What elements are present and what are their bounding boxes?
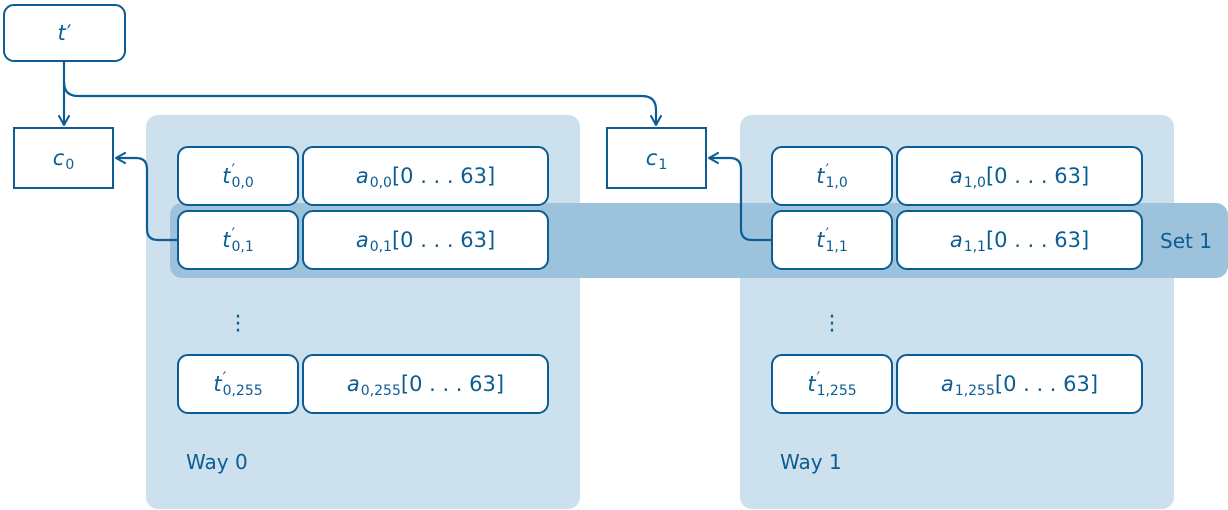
data-symbol: a [346,372,360,396]
data-symbol: a [940,372,954,396]
way0-tag-cell: t′0,0 [177,146,299,206]
tag-symbol: t [807,372,816,396]
data-index: 0,1 [369,239,392,255]
tag-index: 0,0 [231,175,254,191]
data-index: 1,0 [963,175,986,191]
data-symbol: a [949,228,963,252]
data-range: [0 . . . 63] [391,228,496,252]
tag-prime: ′ [825,224,830,243]
tag-index: 0,255 [222,383,263,399]
tag-symbol: t [222,164,231,188]
data-range: [0 . . . 63] [400,372,505,396]
data-index: 1,1 [963,239,986,255]
data-range: [0 . . . 63] [994,372,1099,396]
tag-index: 0,1 [231,239,254,255]
way-0-label: Way 0 [186,450,248,474]
tag-prime: ′ [825,160,830,179]
way0-tag-cell-set1: t′0,1 [177,210,299,270]
counter-c0-index: 0 [65,157,75,173]
way1-tag-cell: t′1,0 [771,146,893,206]
way1-tag-cell-last: t′1,255 [771,354,893,414]
data-index: 0,0 [369,175,392,191]
tag-prime: ′ [231,224,236,243]
tag-symbol: t [213,372,222,396]
way0-tag-cell-last: t′0,255 [177,354,299,414]
tag-symbol: t [222,228,231,252]
tag-symbol: t [816,164,825,188]
way0-vertical-ellipsis: ··· [234,305,242,345]
way1-tag-cell-set1: t′1,1 [771,210,893,270]
tag-index: 1,0 [825,175,848,191]
data-symbol: a [355,164,369,188]
counter-c1-symbol: c [645,146,658,170]
tag-index: 1,1 [825,239,848,255]
root-tag-box: t′ [3,4,126,62]
tag-prime: ′ [222,368,227,387]
data-index: 0,255 [360,383,401,399]
tag-symbol: t [816,228,825,252]
counter-c1-index: 1 [658,157,668,173]
data-range: [0 . . . 63] [391,164,496,188]
data-index: 1,255 [954,383,995,399]
tag-index: 1,255 [816,383,857,399]
root-tag-symbol: t [57,21,66,45]
set-1-label: Set 1 [1160,229,1212,253]
tag-prime: ′ [231,160,236,179]
way-1-label: Way 1 [780,450,842,474]
way1-vertical-ellipsis: ··· [828,305,836,345]
counter-c0-symbol: c [52,146,65,170]
data-symbol: a [949,164,963,188]
data-range: [0 . . . 63] [985,228,1090,252]
tag-prime: ′ [816,368,821,387]
data-range: [0 . . . 63] [985,164,1090,188]
root-tag-prime: ′ [66,21,72,45]
data-symbol: a [355,228,369,252]
